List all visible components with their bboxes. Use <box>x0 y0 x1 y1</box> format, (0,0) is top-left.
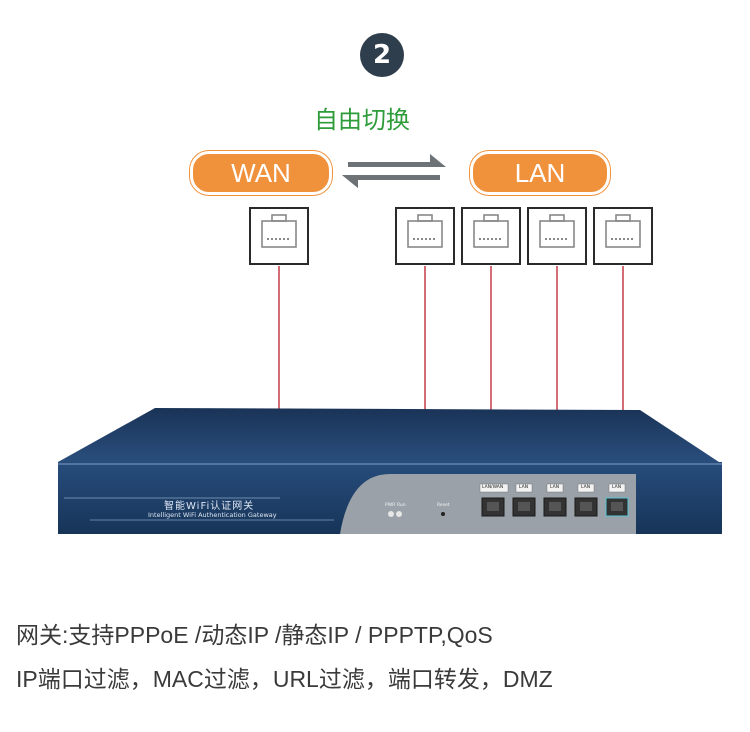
lan-port-1-icon <box>395 207 455 265</box>
reset-label: Reset <box>437 503 450 508</box>
indicator-label-run: Run <box>397 503 406 508</box>
indicator-label-pwr: PWR <box>385 503 396 508</box>
switch-label: 自由切换 <box>314 106 410 134</box>
port-label-4: LAN <box>581 485 591 490</box>
feature-description-line-1: 网关:支持PPPoE /动态IP /静态IP / PPPTP,QoS <box>16 622 493 648</box>
feature-description-line-2: IP端口过滤，MAC过滤，URL过滤，端口转发，DMZ <box>16 666 553 692</box>
lan-port-4-icon <box>593 207 653 265</box>
wan-port-icon <box>249 207 309 265</box>
step-number-badge: 2 <box>360 33 404 77</box>
port-label-1: LAN/WAN <box>482 485 504 490</box>
swap-arrows-icon <box>342 154 446 188</box>
lan-label-pill: LAN <box>470 151 610 195</box>
device-name-cn: 智能WiFi认证网关 <box>164 501 255 512</box>
port-label-2: LAN <box>519 485 529 490</box>
port-label-3: LAN <box>550 485 560 490</box>
device-name-en: Intelligent WiFi Authentication Gateway <box>148 511 277 519</box>
lan-port-2-icon <box>461 207 521 265</box>
gateway-device <box>58 408 722 534</box>
port-label-5: LAN <box>612 485 622 490</box>
wan-label-pill: WAN <box>190 151 332 195</box>
lan-port-3-icon <box>527 207 587 265</box>
